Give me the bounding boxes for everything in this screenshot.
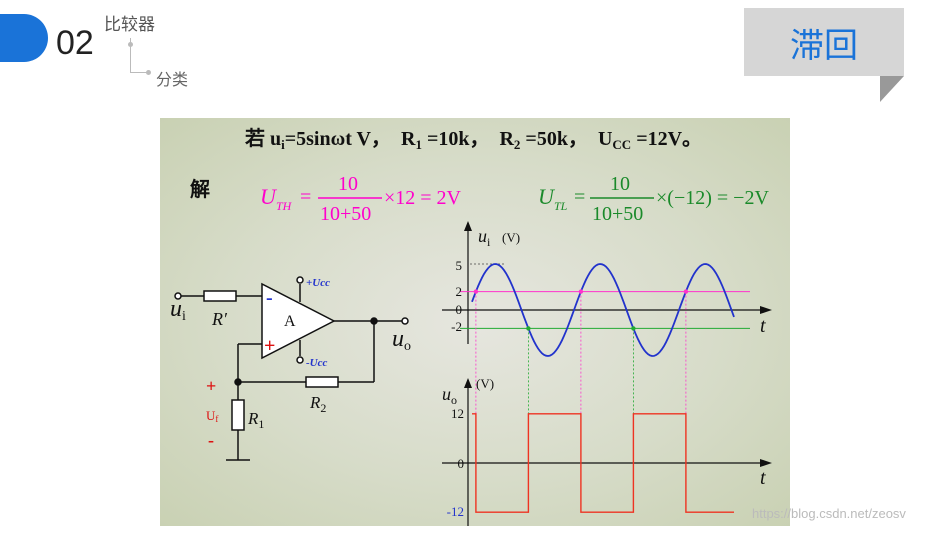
circuit-output-label: uo [392,326,411,354]
breadcrumb-parent[interactable]: 比较器 [104,15,155,35]
corner-fold-decoration [880,76,904,102]
svg-text:10+50: 10+50 [320,203,371,225]
square-wave [472,413,734,513]
svg-text:10: 10 [338,173,358,195]
svg-text:U: U [260,184,278,209]
tree-node-dot [128,42,133,47]
input-tick-2: 2 [456,284,463,299]
t-axis-arrow [760,306,772,314]
r1-label: R1 [247,409,264,431]
r2-label: R2 [309,393,326,415]
uf-minus-sign: - [208,430,214,450]
inverting-sign: - [266,287,273,309]
svg-text:U: U [538,184,556,209]
svg-text:10+50: 10+50 [592,203,643,225]
svg-text:10: 10 [610,173,630,195]
input-axis-label: ui [478,226,491,249]
output-axis-label: uo [442,384,457,407]
svg-text:×(−12) = −2V: ×(−12) = −2V [656,187,769,209]
input-waveform-graph: ui (V) t 5 2 0 -2 [442,221,772,357]
uf-label: Uf [206,408,218,424]
output-tick-12: 12 [451,406,464,421]
output-waveform-graph: uo (V) t 12 0 -12 [442,376,772,526]
noninverting-sign: + [264,335,275,357]
input-tick-neg2: -2 [451,319,462,334]
uth-formula: U TH = 10 10+50 ×12 = 2V [260,173,462,225]
t-axis-arrow [760,459,772,467]
problem-statement: 若 ui=5sinωt V，R1 =10k，R2 =50k，UCC =12V。 [244,127,702,152]
watermark: https://blog.csdn.net/zeosv [752,506,906,521]
comparator-circuit [174,276,409,461]
topic-label-box: 滞回 [744,8,904,76]
r-prime-label: R′ [211,309,228,329]
svg-text:×12 = 2V: ×12 = 2V [384,187,462,209]
input-axis-unit: (V) [502,230,520,245]
tree-node-dot [146,70,151,75]
section-tab [0,14,48,62]
slide-svg: 若 ui=5sinωt V，R1 =10k，R2 =50k，UCC =12V。 … [170,127,772,526]
slide-image: 若 ui=5sinωt V，R1 =10k，R2 =50k，UCC =12V。 … [160,118,790,526]
output-t-label: t [760,467,766,489]
vcc-positive-label: +Ucc [306,277,330,289]
opamp-label: A [284,313,296,330]
output-tick-neg12: -12 [447,504,464,519]
circuit-input-label: ui [170,296,186,324]
solution-label: 解 [190,177,210,201]
vcc-negative-label: -Ucc [306,357,327,369]
topic-label: 滞回 [790,25,858,66]
utl-formula: U TL = 10 10+50 ×(−12) = −2V [538,173,769,225]
svg-text:TL: TL [554,199,568,213]
input-t-label: t [760,315,766,337]
output-tick-0: 0 [458,456,465,471]
svg-text:=: = [574,186,585,208]
input-tick-5: 5 [456,258,463,273]
y-axis-arrow [464,221,472,231]
section-number: 02 [56,24,94,62]
svg-text:TH: TH [276,199,293,213]
breadcrumb-child[interactable]: 分类 [156,70,189,89]
y-axis-arrow [464,378,472,388]
breadcrumb-tree-connector [130,38,149,73]
svg-text:=: = [300,186,311,208]
sine-wave [471,263,735,357]
output-axis-unit: (V) [476,376,494,391]
uf-plus-sign: + [206,376,216,396]
input-tick-0: 0 [456,302,463,317]
